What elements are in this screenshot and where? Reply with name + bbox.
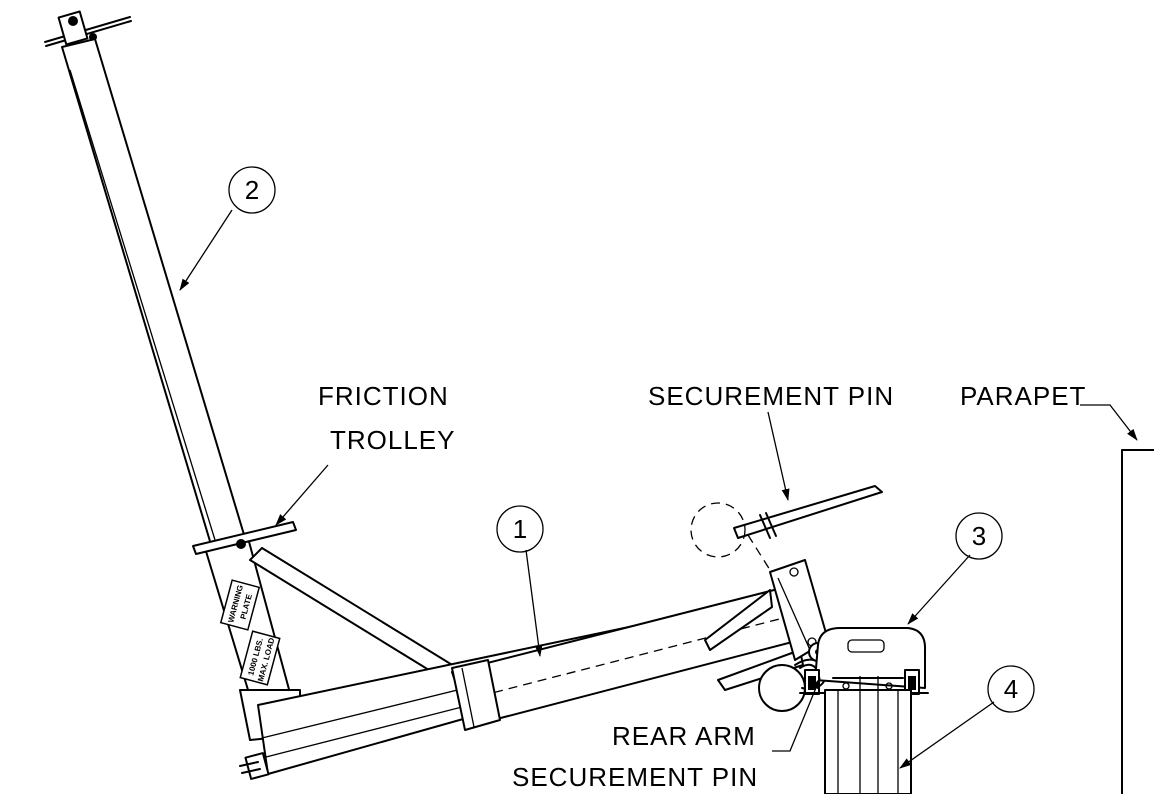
friction-trolley — [192, 521, 297, 555]
callout-4: 4 — [987, 665, 1035, 713]
friction-trolley-label-1: FRICTION — [318, 381, 449, 411]
callout-1: 1 — [496, 505, 544, 553]
callout-2: 2 — [228, 166, 276, 214]
svg-text:2: 2 — [245, 175, 259, 205]
rear-arm-label-1: REAR ARM — [612, 721, 756, 751]
svg-text:3: 3 — [972, 521, 986, 551]
securement-pin-label: SECUREMENT PIN — [648, 381, 894, 411]
callout-3: 3 — [955, 512, 1003, 560]
socket-post — [824, 676, 912, 794]
friction-trolley-label-2: TROLLEY — [330, 425, 456, 455]
securement-pin — [690, 485, 883, 571]
parapet-wall — [1121, 449, 1154, 794]
base-mount — [799, 627, 929, 695]
rear-arm-label-2: SECUREMENT PIN — [512, 762, 758, 792]
leader-lines — [179, 209, 1138, 769]
upright-mast — [44, 10, 301, 737]
load-plate: 1000 LBS. MAX. LOAD — [239, 630, 281, 686]
parapet-label: PARAPET — [960, 381, 1086, 411]
svg-text:4: 4 — [1004, 674, 1018, 704]
warning-plate: WARNING PLATE — [219, 579, 261, 631]
horizontal-boom — [451, 587, 804, 731]
svg-text:1: 1 — [513, 514, 527, 544]
